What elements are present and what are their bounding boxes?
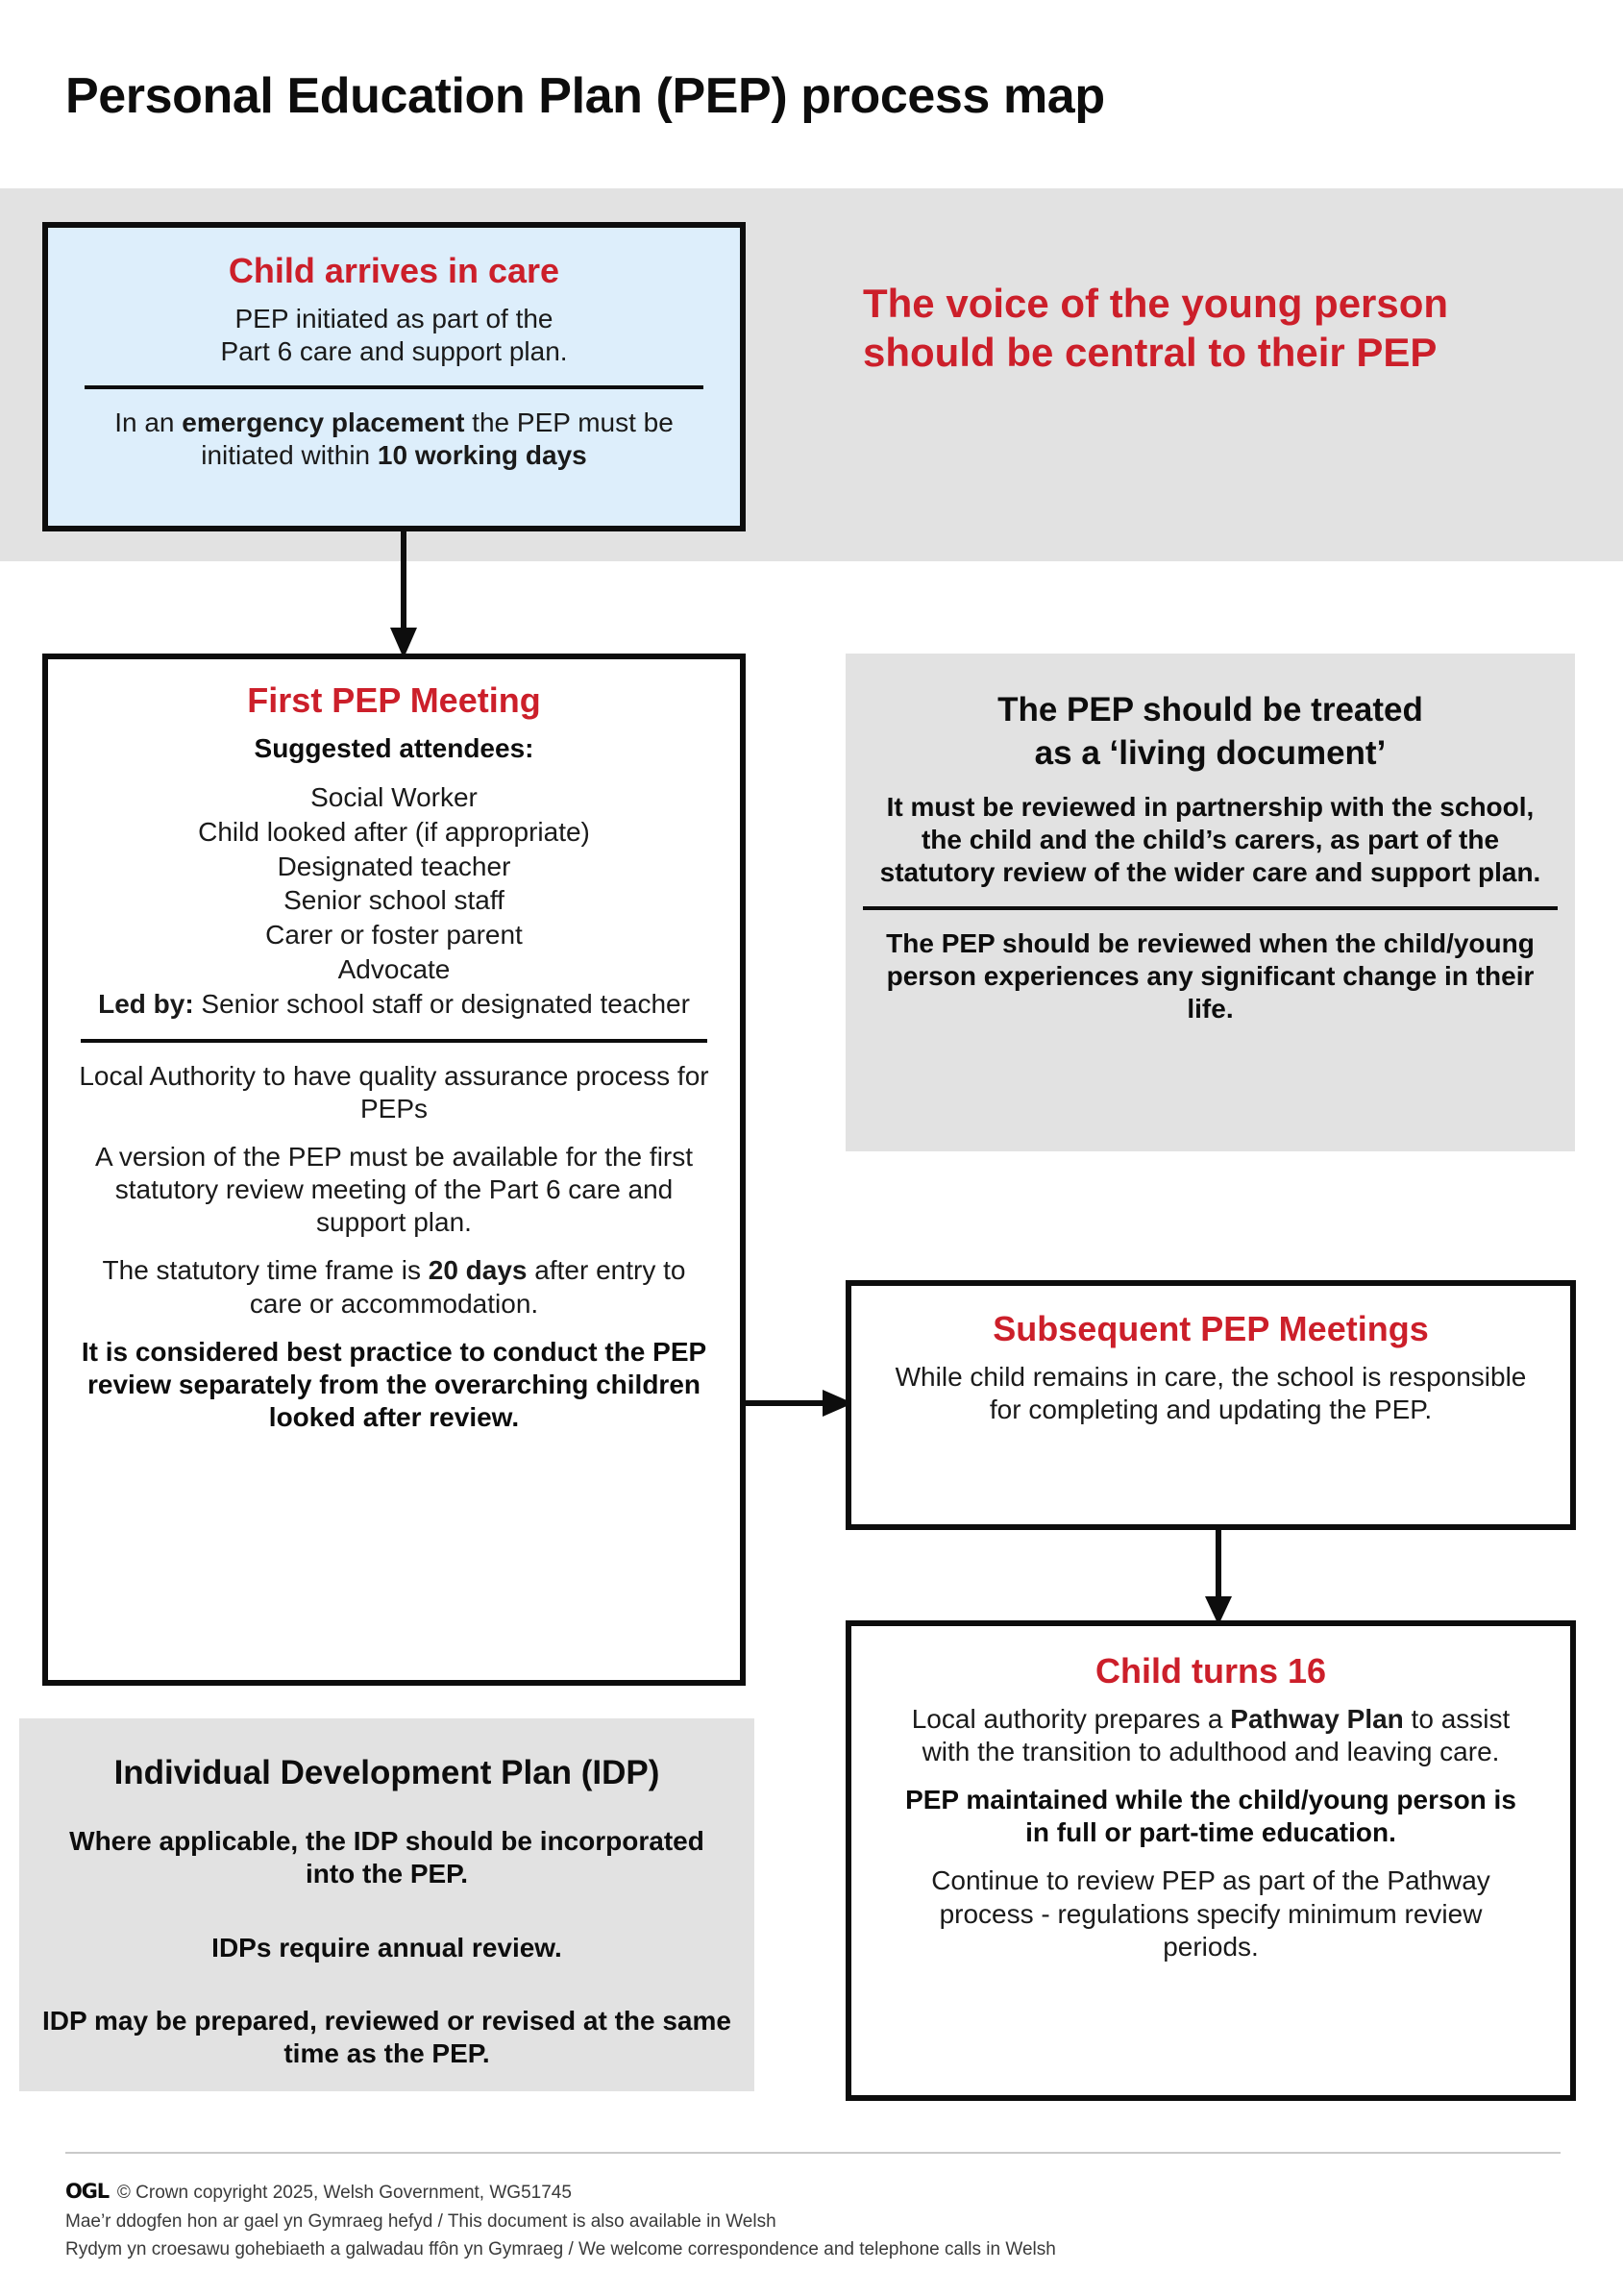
footer-welsh-availability: Mae’r ddogfen hon ar gael yn Gymraeg hef…	[65, 2210, 776, 2232]
pathway-plan-text: Local authority prepares a Pathway Plan …	[890, 1703, 1532, 1768]
list-item: Child looked after (if appropriate)	[198, 816, 590, 847]
emergency-prefix: In an	[114, 407, 183, 438]
idp-content: Individual Development Plan (IDP) Where …	[42, 1753, 731, 2086]
list-item: Designated teacher	[277, 851, 511, 881]
led-by-label: Led by:	[98, 988, 194, 1019]
idp-heading: Individual Development Plan (IDP)	[113, 1754, 660, 1791]
voice-of-young-person-callout: The voice of the young person should be …	[863, 281, 1449, 376]
pathway-plan-bold: Pathway Plan	[1230, 1703, 1404, 1734]
footer-copyright-row: OGL © Crown copyright 2025, Welsh Govern…	[65, 2176, 1564, 2208]
statutory-timeframe-text: The statutory time frame is 20 days afte…	[73, 1254, 715, 1320]
child-turns-16-heading: Child turns 16	[1094, 1651, 1327, 1691]
box-child-arrives-in-care: Child arrives in care PEP initiated as p…	[42, 222, 746, 531]
first-pep-heading: First PEP Meeting	[247, 680, 541, 720]
living-document-heading-line-1: The PEP should be treated	[997, 691, 1423, 728]
living-document-heading-line-2: as a ‘living document’	[1034, 734, 1387, 773]
living-document-body: It must be reviewed in partnership with …	[879, 791, 1541, 887]
idp-panel	[19, 1718, 754, 2091]
footer-divider	[65, 2152, 1561, 2154]
timeframe-suffix: after entry to care or accommodation.	[249, 1255, 686, 1319]
arrow-first-pep-to-subsequent-pep	[740, 1390, 853, 1417]
pep-maintained-text: PEP maintained while the child/young per…	[905, 1785, 1516, 1848]
list-item: Social Worker	[310, 781, 478, 812]
first-pep-divider	[81, 1038, 707, 1043]
led-by-row: Led by: Senior school staff or designate…	[73, 987, 715, 1022]
child-arrives-heading: Child arrives in care	[228, 251, 560, 290]
box-first-pep-meeting: First PEP Meeting Suggested attendees: S…	[42, 654, 746, 1686]
pathway-prefix: Local authority prepares a	[911, 1703, 1231, 1734]
child-arrives-line-2: Part 6 care and support plan.	[220, 335, 568, 366]
continue-review-text: Continue to review PEP as part of the Pa…	[931, 1865, 1490, 1962]
footer-welsh-correspondence: Rydym yn croesawu gohebiaeth a galwadau …	[65, 2238, 1056, 2259]
attendee-list: Social Worker Child looked after (if app…	[73, 780, 715, 1022]
arrow-subsequent-pep-to-child-turns-16	[1205, 1527, 1232, 1625]
emergency-middle: the PEP must be initiated within	[201, 407, 674, 471]
list-item: Carer or foster parent	[265, 920, 523, 950]
idp-para-1: Where applicable, the IDP should be inco…	[69, 1826, 704, 1889]
twenty-days-bold: 20 days	[428, 1255, 528, 1286]
idp-para-3: IDP may be prepared, reviewed or revised…	[42, 2005, 731, 2068]
living-document-panel	[846, 654, 1575, 1151]
footer-copyright: © Crown copyright 2025, Welsh Government…	[116, 2183, 572, 2203]
pep-version-availability-text: A version of the PEP must be available f…	[94, 1142, 694, 1238]
footer: OGL © Crown copyright 2025, Welsh Govern…	[65, 2176, 1564, 2263]
box-subsequent-pep-meetings: Subsequent PEP Meetings While child rema…	[846, 1280, 1576, 1530]
arrow-child-arrives-to-first-pep	[390, 531, 417, 658]
subsequent-pep-heading: Subsequent PEP Meetings	[993, 1309, 1429, 1348]
living-document-divider	[863, 906, 1558, 911]
list-item: Senior school staff	[283, 885, 504, 916]
best-practice-text: It is considered best practice to conduc…	[81, 1336, 707, 1433]
living-document-footer: The PEP should be reviewed when the chil…	[886, 928, 1535, 1025]
living-document-content: The PEP should be treated as a ‘living d…	[863, 690, 1558, 1042]
led-by-value: Senior school staff or designated teache…	[193, 988, 690, 1019]
pathway-suffix: to assist with the transition to adultho…	[922, 1703, 1511, 1766]
suggested-attendees-label: Suggested attendees:	[254, 732, 534, 763]
timeframe-prefix: The statutory time frame is	[102, 1255, 429, 1286]
idp-para-2: IDPs require annual review.	[211, 1932, 562, 1963]
list-item: Advocate	[337, 954, 451, 985]
subsequent-pep-body: While child remains in care, the school …	[895, 1361, 1527, 1424]
ten-working-days-bold: 10 working days	[377, 440, 587, 471]
box-child-turns-16: Child turns 16 Local authority prepares …	[846, 1620, 1576, 2101]
child-arrives-divider	[85, 385, 703, 390]
page-title: Personal Education Plan (PEP) process ma…	[65, 68, 1105, 124]
emergency-placement-text: In an emergency placement the PEP must b…	[77, 407, 711, 472]
child-arrives-line-1: PEP initiated as part of the	[234, 303, 553, 333]
emergency-placement-bold: emergency placement	[182, 407, 465, 438]
quality-assurance-text: Local Authority to have quality assuranc…	[79, 1060, 709, 1123]
ogl-logo: OGL	[65, 2180, 110, 2203]
